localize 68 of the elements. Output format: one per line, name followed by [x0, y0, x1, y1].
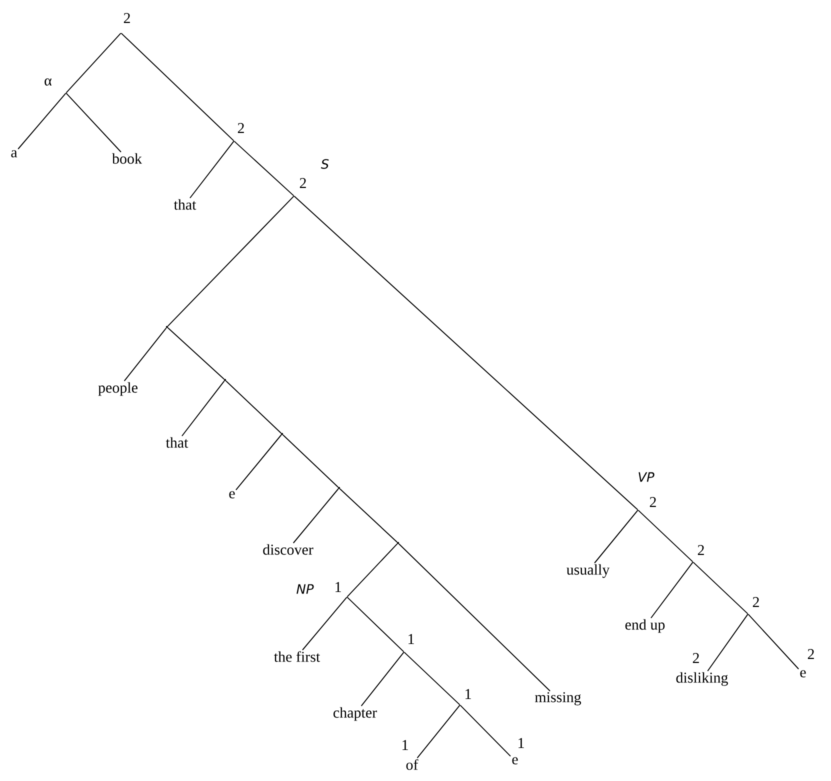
- tree-branch: [167, 196, 294, 327]
- branch-point: [396, 542, 400, 544]
- leaf-word: of: [406, 759, 418, 770]
- leaf-word: people: [98, 382, 138, 396]
- node-label: 2: [808, 649, 814, 659]
- leaf-word: book: [112, 153, 142, 164]
- branch-point: [338, 486, 340, 490]
- tree-branch: [339, 488, 398, 543]
- tree-branch: [360, 652, 404, 706]
- tree-branch: [650, 562, 694, 618]
- tree-branch: [398, 543, 551, 692]
- tree-branch: [294, 196, 638, 510]
- leaf-word: that: [166, 437, 188, 448]
- node-label: α: [44, 78, 52, 86]
- tree-branch: [346, 543, 398, 598]
- branch-point: [280, 432, 284, 436]
- tree-branch: [18, 92, 66, 150]
- leaf-word: disliking: [676, 672, 728, 686]
- leaf-word: a: [11, 150, 18, 158]
- tree-branch: [234, 140, 294, 196]
- tree-branch: [235, 434, 282, 490]
- tree-branch: [66, 32, 122, 94]
- tree-branch: [66, 92, 122, 152]
- tree-branch: [594, 510, 638, 564]
- leaf-word: e: [512, 757, 518, 764]
- tree-branch: [707, 614, 748, 672]
- branch-point: [224, 378, 226, 382]
- node-label: 1: [466, 689, 471, 699]
- tree-branch: [120, 32, 234, 142]
- node-label: 2: [698, 545, 704, 555]
- node-label: 2: [650, 497, 656, 507]
- node-label: 2: [692, 653, 699, 663]
- tree-branch: [292, 488, 339, 544]
- leaf-word: discover: [263, 544, 314, 555]
- node-label: 2: [124, 13, 130, 23]
- tree-branch: [748, 614, 800, 670]
- tree-branch: [225, 380, 282, 434]
- leaf-word: end up: [625, 619, 665, 633]
- tree-branch: [124, 328, 167, 382]
- leaf-word: that: [174, 199, 196, 210]
- node-label: 1: [518, 738, 524, 748]
- tree-branch: [190, 140, 234, 198]
- branch-point: [166, 326, 168, 328]
- tree-branch: [638, 510, 694, 562]
- leaf-word: the first: [274, 651, 320, 662]
- leaf-word: missing: [534, 692, 582, 706]
- tree-branch: [404, 652, 460, 706]
- tree-branch: [167, 327, 225, 380]
- leaf-word: e: [800, 670, 806, 678]
- node-label: 1: [408, 634, 414, 644]
- node-label: 2: [300, 178, 306, 188]
- tree-branch: [416, 704, 460, 758]
- handwritten-label: NP: [296, 584, 314, 594]
- tree-branch: [692, 562, 748, 614]
- handwritten-label: VP: [638, 472, 654, 482]
- leaf-word: usually: [566, 564, 610, 578]
- tree-branch: [181, 380, 225, 436]
- node-label: 2: [752, 597, 759, 607]
- handwritten-label: S: [320, 159, 329, 169]
- tree-branch: [282, 434, 339, 488]
- leaf-word: chapter: [334, 707, 377, 721]
- node-label: 1: [336, 582, 341, 592]
- tree-branch: [460, 704, 511, 757]
- node-label: 1: [402, 740, 408, 750]
- tree-branch: [302, 596, 348, 650]
- tree-branch: [346, 596, 404, 652]
- leaf-word: e: [229, 491, 235, 498]
- node-label: 2: [238, 123, 244, 133]
